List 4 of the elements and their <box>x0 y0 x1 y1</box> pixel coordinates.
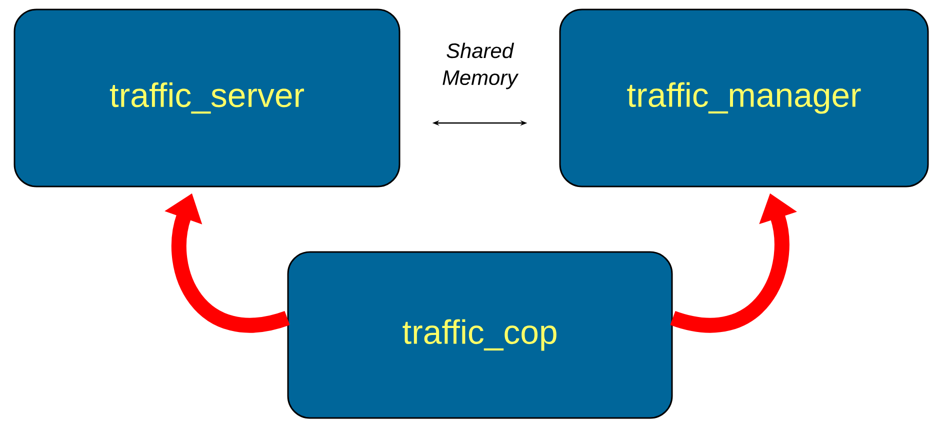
process-box: traffic_cop <box>287 251 673 419</box>
edge-label: Shared Memory <box>442 42 519 90</box>
process-box: traffic_server <box>14 8 400 188</box>
process-box: traffic_manager <box>559 8 929 188</box>
